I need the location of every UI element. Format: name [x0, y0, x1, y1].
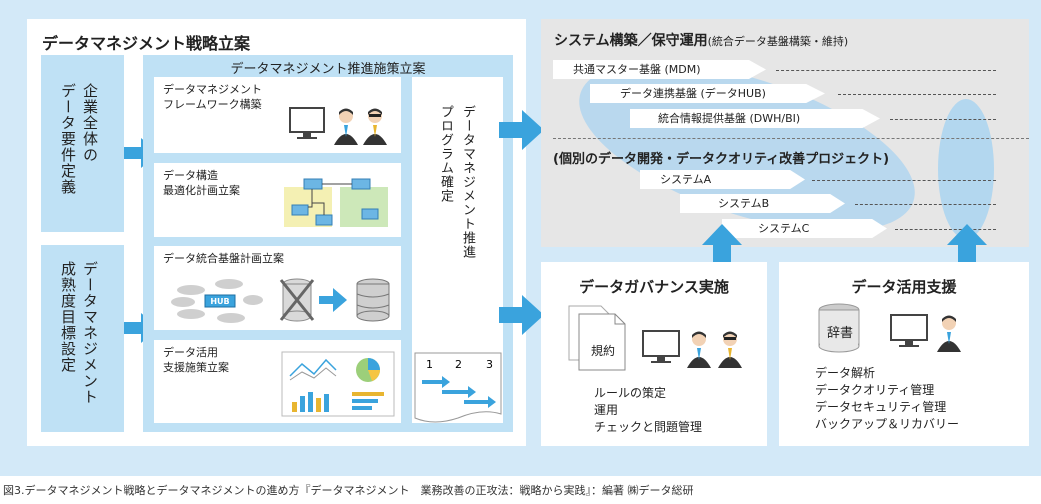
arrow-stem — [499, 307, 523, 323]
requirements-text: 企業全体の データ要件定義 — [59, 83, 99, 195]
integration-label: データ統合基盤計画立案 — [163, 252, 284, 265]
arrow-stem — [124, 147, 142, 159]
steps-document-icon: 1 2 3 — [414, 352, 502, 423]
dashed-line — [855, 204, 996, 205]
dashed-line — [776, 70, 996, 71]
structure-label: データ構造 最適化計画立案 — [163, 169, 240, 197]
step-3-label: 3 — [486, 358, 493, 371]
system-c-label: システムC — [758, 222, 810, 235]
structure-diagram-icon — [284, 178, 388, 227]
monitor-people-icon — [289, 107, 387, 145]
program-text: データマネジメント推進 プログラム確定 — [438, 105, 475, 259]
governance-item: チェックと問題管理 — [594, 420, 703, 434]
system-panel-note: (統合データ基盤構築・維持) — [707, 35, 849, 48]
governance-panel: データガバナンス実施 規約 ルールの策定 運用 チェックと問題管理 — [541, 262, 767, 446]
utilization-item: バックアップ＆リカバリー — [815, 417, 960, 431]
system-a-label: システムA — [660, 173, 712, 186]
integration-box: データ統合基盤計画立案 HUB — [154, 246, 401, 330]
utilization-plan-label: データ活用 支援施策立案 — [163, 346, 229, 374]
dashed-line — [812, 180, 996, 181]
data-hub-bar: データ連携基盤 (データHUB) — [590, 84, 825, 103]
monitor-person-icon — [890, 314, 961, 352]
system-panel-header: システム構築／保守運用(統合データ基盤構築・維持) — [554, 30, 848, 50]
arrow-stem — [499, 122, 523, 138]
system-c-bar: システムC — [722, 219, 887, 238]
requirements-box: 企業全体の データ要件定義 — [41, 55, 124, 232]
governance-item: ルールの策定 — [594, 386, 667, 400]
figure-caption: 図3.データマネジメント戦略とデータマネジメントの進め方『データマネジメント 業… — [3, 484, 694, 497]
framework-label: データマネジメント フレームワーク構築 — [163, 83, 262, 111]
utilization-title: データ活用支援 — [851, 278, 957, 296]
monitor-people-icon — [642, 330, 742, 368]
step-1-label: 1 — [426, 358, 433, 371]
arrow-right-icon — [522, 295, 544, 335]
mdm-bar: 共通マスター基盤 (MDM) — [553, 60, 766, 79]
dashed-line — [890, 119, 996, 120]
hub-label: HUB — [210, 297, 229, 306]
dictionary-cylinder-icon — [818, 303, 860, 353]
utilization-item: データクオリティ管理 — [815, 383, 935, 397]
dashed-line — [838, 94, 996, 95]
data-hub-bar-label: データ連携基盤 (データHUB) — [620, 87, 766, 100]
measures-header: データマネジメント推進施策立案 — [230, 62, 426, 77]
rules-document-label: 規約 — [591, 344, 616, 358]
dictionary-label: 辞書 — [827, 326, 854, 341]
hub-integration-icon: HUB — [171, 278, 390, 323]
dwh-bi-bar: 統合情報提供基盤 (DWH/BI) — [630, 109, 880, 128]
arrow-up-icon — [947, 224, 987, 245]
framework-box: データマネジメント フレームワーク構築 — [154, 77, 401, 153]
step-2-label: 2 — [455, 358, 462, 371]
system-a-bar: システムA — [640, 170, 805, 189]
utilization-panel: データ活用支援 辞書 データ解析 データクオリティ管理 データセキュリティ管理 … — [779, 262, 1029, 446]
arrow-right-icon — [522, 110, 544, 150]
structure-box: データ構造 最適化計画立案 — [154, 163, 401, 237]
system-panel-title: システム構築／保守運用 — [554, 33, 708, 49]
report-charts-icon — [281, 351, 395, 417]
rules-document-icon — [568, 305, 626, 371]
arrow-stem — [958, 244, 976, 262]
utilization-item: データセキュリティ管理 — [815, 400, 947, 414]
dwh-bi-bar-label: 統合情報提供基盤 (DWH/BI) — [658, 112, 801, 125]
maturity-text: データマネジメント 成熟度目標設定 — [59, 261, 99, 405]
governance-item: 運用 — [594, 403, 619, 417]
arrow-up-icon — [702, 224, 742, 245]
maturity-box: データマネジメント 成熟度目標設定 — [41, 245, 124, 432]
system-b-label: システムB — [718, 197, 770, 210]
system-b-bar: システムB — [680, 194, 845, 213]
arrow-stem — [713, 244, 731, 262]
separator-line — [553, 138, 1029, 139]
dashed-line — [895, 229, 996, 230]
governance-title: データガバナンス実施 — [579, 278, 729, 296]
arrow-stem — [124, 322, 142, 334]
utilization-plan-box: データ活用 支援施策立案 — [154, 340, 401, 423]
projects-title: (個別のデータ開発・データクオリティ改善プロジェクト) — [553, 152, 890, 167]
mdm-bar-label: 共通マスター基盤 (MDM) — [573, 63, 701, 76]
strategy-panel-title: データマネジメント戦略立案 — [42, 34, 251, 53]
utilization-item: データ解析 — [815, 366, 876, 380]
